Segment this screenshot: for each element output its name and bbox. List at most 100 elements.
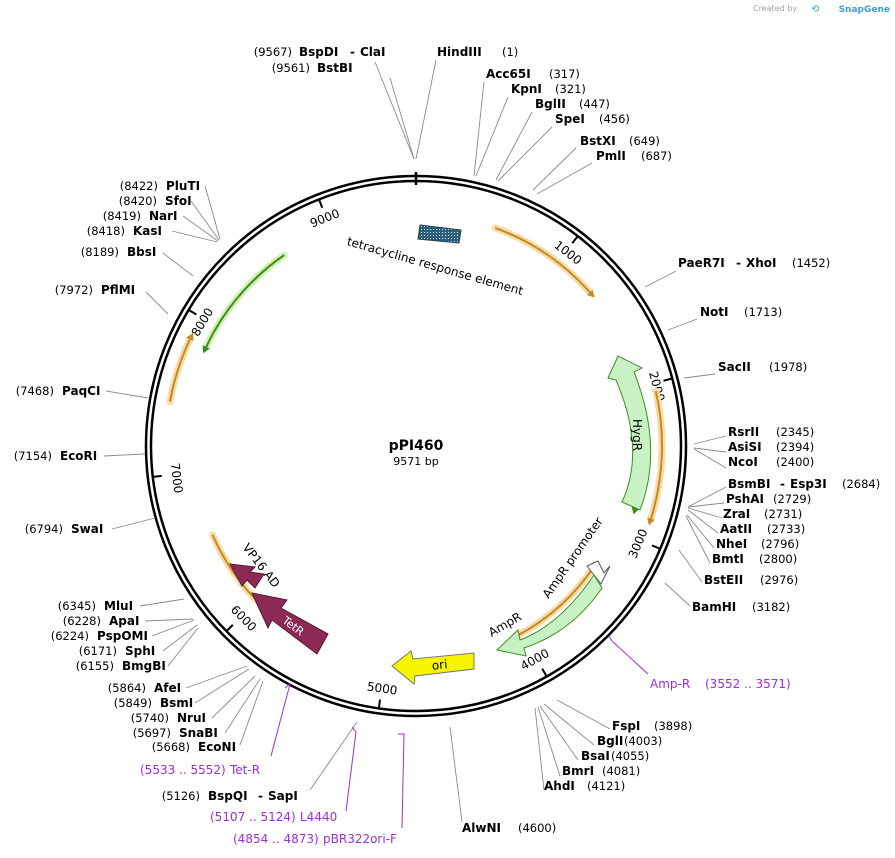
enzyme-asisi[interactable]: AsiSI (2394) <box>728 440 814 454</box>
orf-arc-1[interactable] <box>494 226 591 294</box>
ampr-promoter-arrow <box>586 560 611 585</box>
enzyme-bmti[interactable]: BmtI (2800) <box>712 552 797 566</box>
svg-text:BmgBI: BmgBI <box>122 659 166 673</box>
enzyme-snabi[interactable]: (5697) SnaBI <box>133 726 218 740</box>
svg-text:(8189): (8189) <box>81 245 119 259</box>
enzyme-ecori[interactable]: (7154) EcoRI <box>14 449 98 463</box>
enzyme-bstbi[interactable]: (9561) BstBI <box>272 61 353 75</box>
svg-text:(687): (687) <box>641 149 672 163</box>
svg-text:(3898): (3898) <box>654 719 692 733</box>
svg-text:NcoI: NcoI <box>728 455 758 469</box>
primer-ampr[interactable]: Amp-R (3552 .. 3571) <box>650 677 791 691</box>
svg-text:PaeR7I: PaeR7I <box>678 256 725 270</box>
tre-feature[interactable]: tetracycline response element <box>345 224 525 298</box>
enzyme-bspdi-claI[interactable]: (9567) BspDI - ClaI <box>254 45 386 59</box>
svg-text:(2796): (2796) <box>761 537 799 551</box>
enzyme-noti[interactable]: NotI (1713) <box>700 305 782 319</box>
enzyme-sphi[interactable]: (6171) SphI <box>79 644 156 658</box>
svg-text:(6345): (6345) <box>58 599 96 613</box>
svg-text:SnaBI: SnaBI <box>179 726 218 740</box>
svg-text:BmtI: BmtI <box>712 552 744 566</box>
svg-text:SfoI: SfoI <box>165 194 192 208</box>
enzyme-fspi[interactable]: FspI (3898) <box>612 719 692 733</box>
enzyme-bstxi[interactable]: BstXI (649) <box>580 134 660 148</box>
enzyme-bsai[interactable]: BsaI (4055) <box>581 749 649 763</box>
enzyme-apai[interactable]: (6228) ApaI <box>63 614 140 628</box>
svg-text:BstXI: BstXI <box>580 134 616 148</box>
enzyme-sacii[interactable]: SacII (1978) <box>718 360 807 374</box>
enzyme-paer7i-xhoi[interactable]: PaeR7I - XhoI (1452) <box>678 256 830 270</box>
enzyme-spei[interactable]: SpeI (456) <box>555 112 630 126</box>
svg-text:BstEII: BstEII <box>704 573 743 587</box>
tick-mark <box>377 699 382 709</box>
tick-mark <box>651 544 661 550</box>
enzyme-sfoi[interactable]: (8420) SfoI <box>119 194 192 208</box>
enzyme-mlui[interactable]: (6345) MluI <box>58 599 133 613</box>
enzyme-paqci[interactable]: (7468) PaqCI <box>16 384 101 398</box>
orf-arc-3[interactable] <box>515 563 597 638</box>
enzyme-ahdi[interactable]: AhdI (4121) <box>544 779 625 793</box>
svg-text:PluTI: PluTI <box>166 179 200 193</box>
enzyme-afei[interactable]: (5864) AfeI <box>108 681 181 695</box>
tetr-feature[interactable]: TetR <box>251 592 329 655</box>
enzyme-pshai[interactable]: PshAI (2729) <box>726 492 811 506</box>
enzyme-swai[interactable]: (6794) SwaI <box>25 522 104 536</box>
tick-mark <box>663 377 673 382</box>
svg-text:(7154): (7154) <box>14 449 52 463</box>
hygr-feature[interactable]: HygR <box>607 355 652 511</box>
orf-arc-green-left[interactable] <box>205 254 285 348</box>
enzyme-bsmi[interactable]: (5849) BsmI <box>114 696 194 710</box>
enzyme-hindiii[interactable]: HindIII (1) <box>437 45 518 59</box>
svg-text:(4600): (4600) <box>518 821 556 835</box>
ori-label: ori <box>431 657 448 673</box>
enzyme-rsrii[interactable]: RsrII (2345) <box>728 425 814 439</box>
enzyme-aatii[interactable]: AatII (2733) <box>720 522 805 536</box>
svg-text:PaqCI: PaqCI <box>62 384 100 398</box>
enzyme-bspqi-sapi[interactable]: (5126) BspQI - SapI <box>162 789 298 803</box>
enzyme-acc65i[interactable]: Acc65I (317) <box>486 67 580 81</box>
svg-text:HindIII: HindIII <box>437 45 482 59</box>
svg-text:SwaI: SwaI <box>71 522 103 536</box>
svg-text:PflMI: PflMI <box>101 283 135 297</box>
enzyme-bbsi[interactable]: (8189) BbsI <box>81 245 157 259</box>
enzyme-nari[interactable]: (8419) NarI <box>103 209 178 223</box>
svg-text:BspQI: BspQI <box>208 789 248 803</box>
enzyme-bmri[interactable]: BmrI (4081) <box>562 764 640 778</box>
enzyme-bsteii[interactable]: BstEII (2976) <box>704 573 798 587</box>
svg-text:(456): (456) <box>599 112 630 126</box>
ori-arrow <box>391 650 475 685</box>
orf-arc-2[interactable] <box>650 390 663 520</box>
primer-pbr322ori[interactable]: (4854 .. 4873) pBR322ori-F <box>233 832 397 846</box>
svg-text:ZraI: ZraI <box>723 507 750 521</box>
svg-text:XhoI: XhoI <box>746 256 777 270</box>
enzyme-pmli[interactable]: PmlI (687) <box>596 149 672 163</box>
svg-text:(8420): (8420) <box>119 194 157 208</box>
plasmid-name: pPI460 <box>389 438 444 454</box>
enzyme-bmgbi[interactable]: (6155) BmgBI <box>76 659 166 673</box>
svg-text:AlwNI: AlwNI <box>462 821 501 835</box>
enzyme-ncoi[interactable]: NcoI (2400) <box>728 455 814 469</box>
enzyme-nrui[interactable]: (5740) NruI <box>131 711 206 725</box>
enzyme-pspomi[interactable]: (6224) PspOMI <box>51 629 148 643</box>
primer-l4440[interactable]: (5107 .. 5124) L4440 <box>210 810 337 824</box>
enzyme-zrai[interactable]: ZraI (2731) <box>723 507 802 521</box>
ori-feature[interactable]: ori <box>391 650 475 685</box>
svg-text:BsaI: BsaI <box>581 749 610 763</box>
enzyme-bgli[interactable]: BglI (4003) <box>597 734 662 748</box>
svg-text:Tet-R: Tet-R <box>229 763 260 777</box>
enzyme-econi[interactable]: (5668) EcoNI <box>152 740 236 754</box>
svg-text:ClaI: ClaI <box>360 45 385 59</box>
enzyme-nhei[interactable]: NheI (2796) <box>716 537 799 551</box>
primer-tetr[interactable]: (5533 .. 5552) Tet-R <box>140 763 260 777</box>
enzyme-alwni[interactable]: AlwNI (4600) <box>462 821 556 835</box>
enzyme-kpni[interactable]: KpnI (321) <box>511 82 586 96</box>
tick-label: 6000 <box>228 603 259 635</box>
svg-text:AatII: AatII <box>720 522 752 536</box>
enzyme-bamhi[interactable]: BamHI (3182) <box>692 600 790 614</box>
enzyme-pluti[interactable]: (8422) PluTI <box>120 179 200 193</box>
enzyme-kasi[interactable]: (8418) KasI <box>87 224 162 238</box>
enzyme-bglii[interactable]: BglII (447) <box>535 97 610 111</box>
enzyme-pflmi[interactable]: (7972) PflMI <box>55 283 135 297</box>
enzyme-bsmbi-esp3i[interactable]: BsmBI - Esp3I (2684) <box>728 477 880 491</box>
orf-arc-5[interactable] <box>168 338 191 402</box>
